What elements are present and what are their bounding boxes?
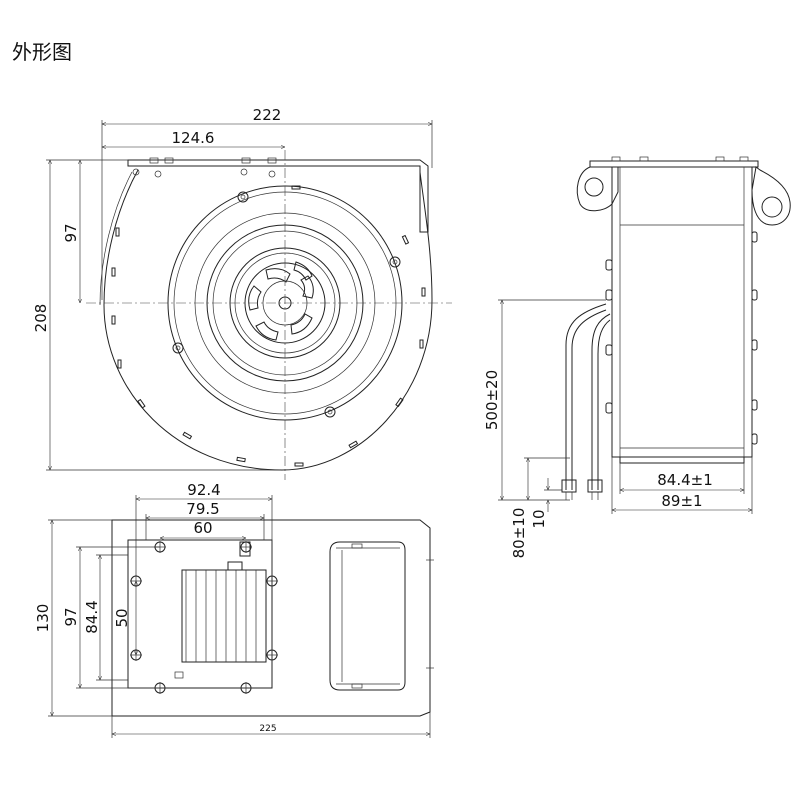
dim-offset: 124.6 <box>172 129 215 147</box>
dim-bottom-height-inner: 84.4 <box>83 600 101 633</box>
dim-inlet: 50 <box>113 608 131 627</box>
dim-strip-length: 80±10 <box>510 508 528 559</box>
cables <box>561 303 611 500</box>
dim-center-height: 97 <box>62 223 80 242</box>
dim-height: 208 <box>32 304 50 333</box>
side-bolts <box>605 231 758 445</box>
dim-bottom-height-mid: 97 <box>62 607 80 626</box>
front-view: 222 124.6 208 97 <box>32 106 452 480</box>
dim-width: 222 <box>253 106 282 124</box>
dim-cable-length: 500±20 <box>483 370 501 430</box>
dim-inner-depth: 84.4±1 <box>657 471 713 489</box>
right-ear <box>751 166 791 226</box>
volute-housing <box>103 169 433 471</box>
side-plate-screws <box>611 156 749 162</box>
dim-hole-outer: 92.4 <box>187 481 220 499</box>
ring-screws <box>172 191 401 418</box>
outlet-box <box>329 541 434 691</box>
side-view: 500±20 80±10 10 84.4±1 89±1 <box>483 156 791 559</box>
fan-wheel <box>181 541 267 663</box>
dim-bottom-height: 130 <box>34 604 52 633</box>
dim-bottom-width: 225 <box>259 724 276 734</box>
dim-tip-length: 10 <box>530 509 548 528</box>
blower-body <box>611 166 753 458</box>
mount-screws <box>132 157 277 178</box>
housing-slots <box>111 185 426 467</box>
dim-hole-inner: 60 <box>193 519 212 537</box>
bottom-view: 92.4 79.5 60 130 97 84.4 50 225 <box>34 481 434 738</box>
dim-hole-mid: 79.5 <box>186 500 219 518</box>
drawing-title: 外形图 <box>12 40 72 64</box>
dim-outer-depth: 89±1 <box>661 492 702 510</box>
